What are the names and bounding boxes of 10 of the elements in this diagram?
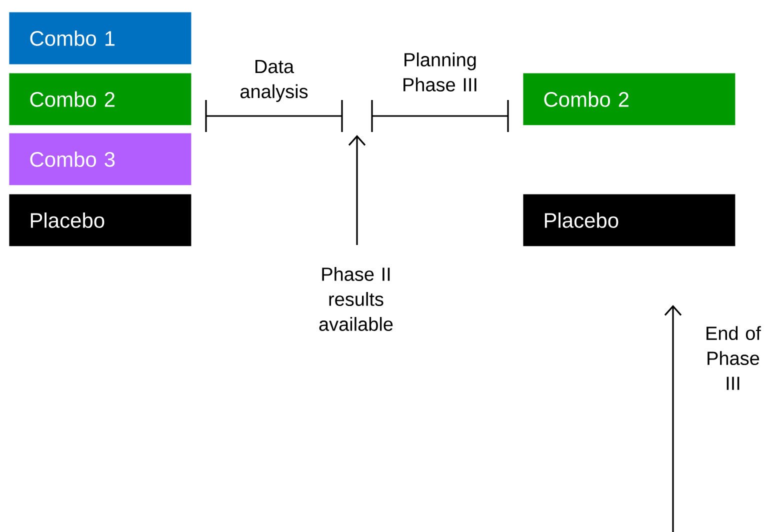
interval-label: Phase II results available xyxy=(319,267,393,331)
interval-label: Planning Phase III xyxy=(404,52,476,92)
interval-label: Data analysis xyxy=(240,60,308,102)
arm-bar: Placebo xyxy=(9,194,192,246)
arm-bar: Placebo xyxy=(523,194,736,246)
arm-bar: Combo 1 xyxy=(9,12,192,64)
interval-label: End of Phase III xyxy=(706,326,761,390)
arm-bar: Combo 2 xyxy=(9,73,192,126)
arm-bar: Combo 3 xyxy=(9,133,192,186)
arm-bar: Combo 2 xyxy=(523,73,736,126)
